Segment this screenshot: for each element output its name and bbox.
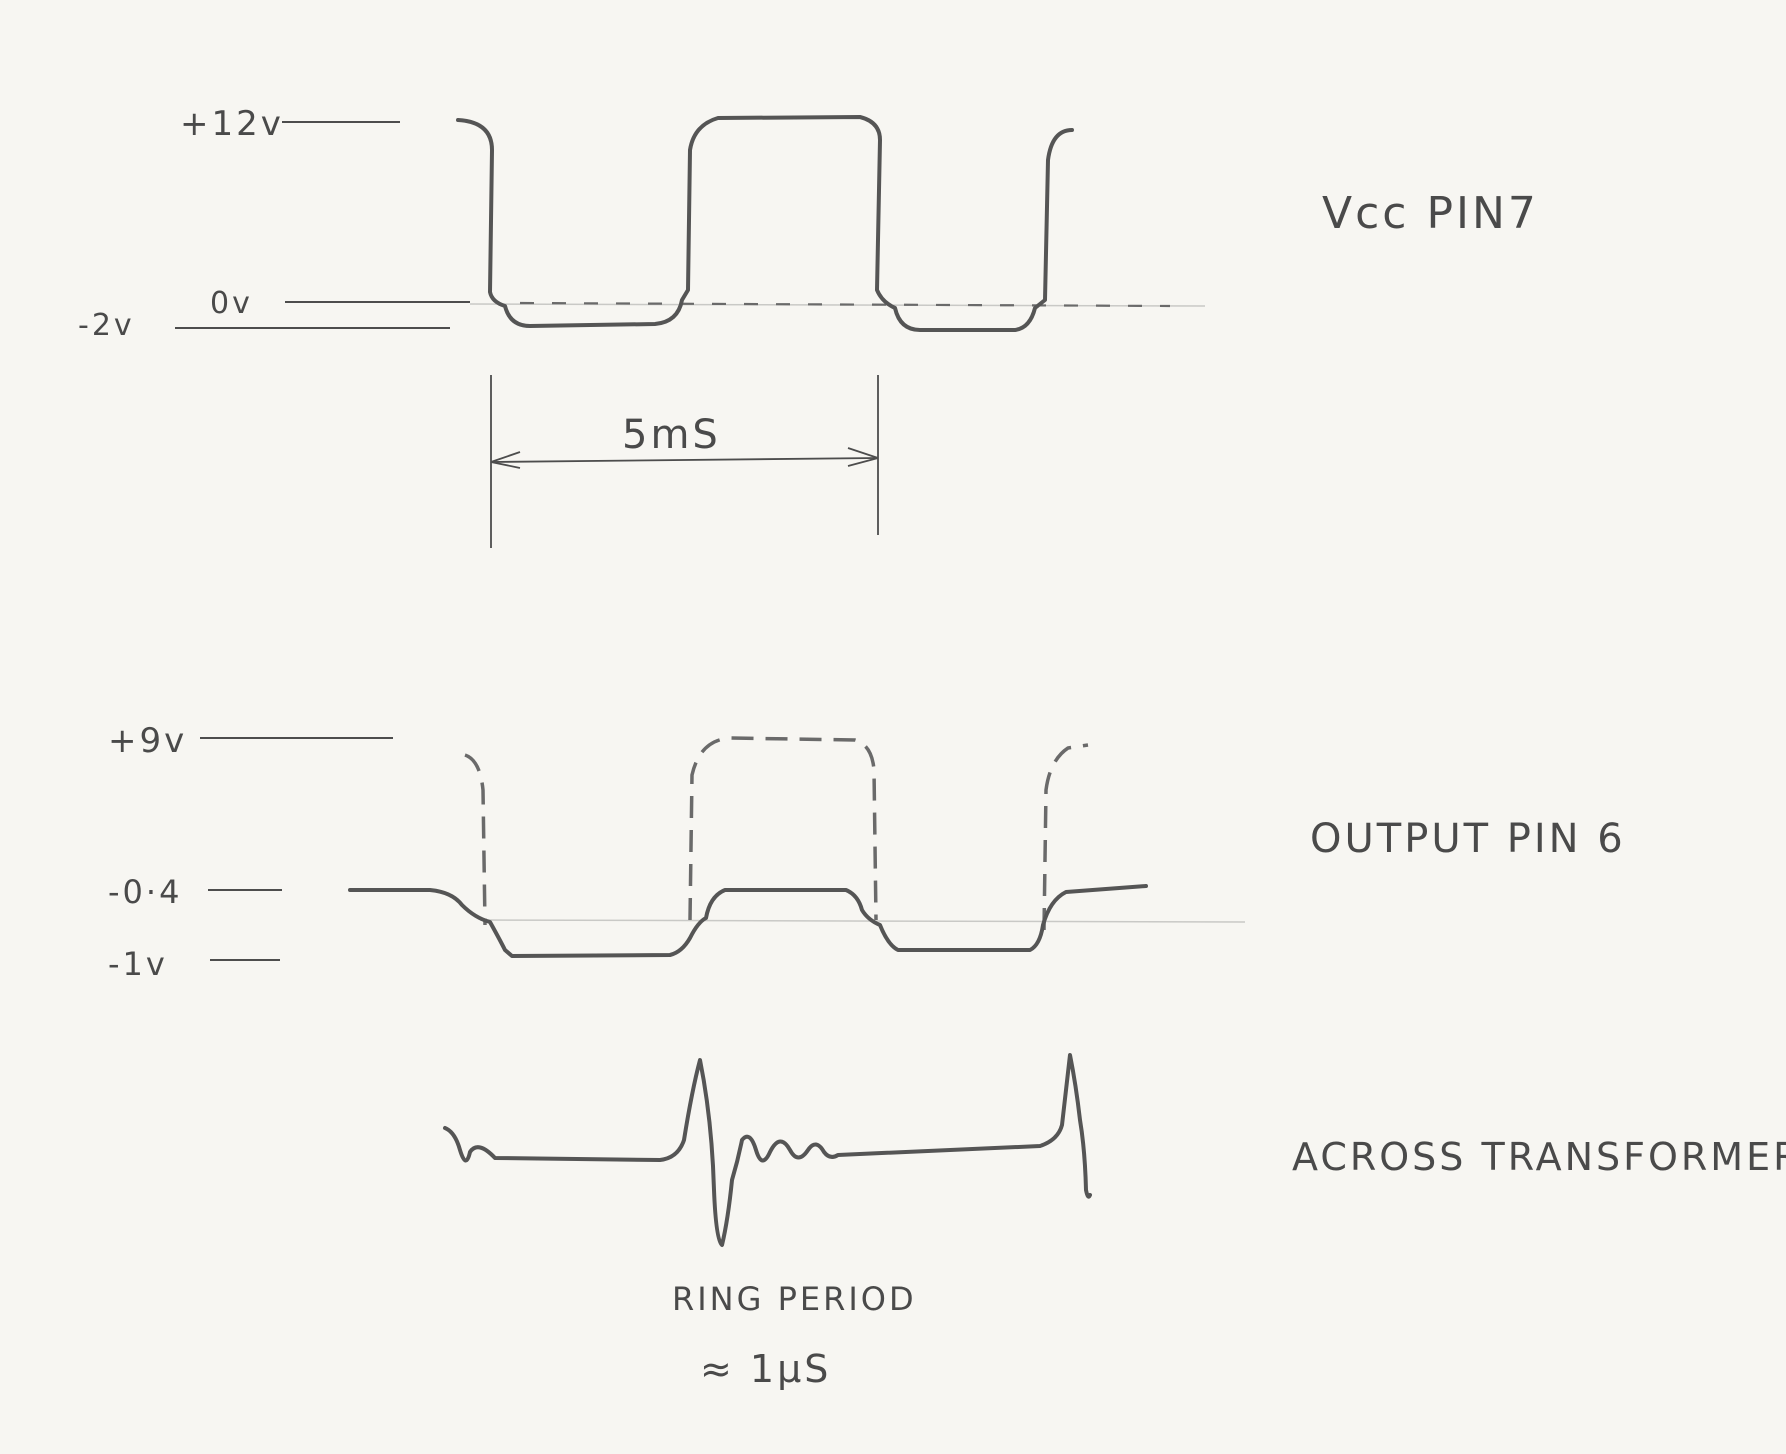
dimension-arrowhead-left [490,451,521,469]
waveform-vcc-pin7: +12v 0v -2v Vcc PIN7 [78,104,1539,343]
level-label-minus1v: -1v [108,945,168,983]
output-dashed-envelope [464,736,1089,931]
waveform-across-transformer: ACROSS TRANSFORMER RING PERIOD ≈ 1µS [443,1053,1786,1391]
vcc-square-wave [456,115,1074,332]
level-label-0v: 0v [210,286,253,321]
output-faint-baseline [479,919,1246,923]
level-label-plus12v: +12v [180,104,284,144]
waveform-label-vcc-pin7: Vcc PIN7 [1322,188,1539,239]
level-label-plus9v: +9v [108,721,187,761]
ring-period-value: ≈ 1µS [700,1347,831,1391]
zero-baseline [469,303,1206,307]
waveform-label-output-pin6: OUTPUT PIN 6 [1310,816,1626,862]
period-dimension: 5mS [490,375,879,548]
zero-dashed-line [519,301,1171,308]
output-square-wave [348,884,1148,958]
level-label-minus04: -0·4 [108,873,182,911]
dimension-label-5ms: 5mS [622,412,721,458]
level-label-minus2v: -2v [78,308,135,343]
transformer-ring-wave [443,1053,1092,1247]
waveform-label-across-transformer: ACROSS TRANSFORMER [1292,1135,1786,1179]
waveform-output-pin6: +9v -0·4 -1v OUTPUT PIN 6 [108,721,1626,983]
ring-period-label: RING PERIOD [672,1280,917,1318]
dimension-arrowhead-right [847,447,879,467]
dimension-arrow-line [490,457,879,463]
